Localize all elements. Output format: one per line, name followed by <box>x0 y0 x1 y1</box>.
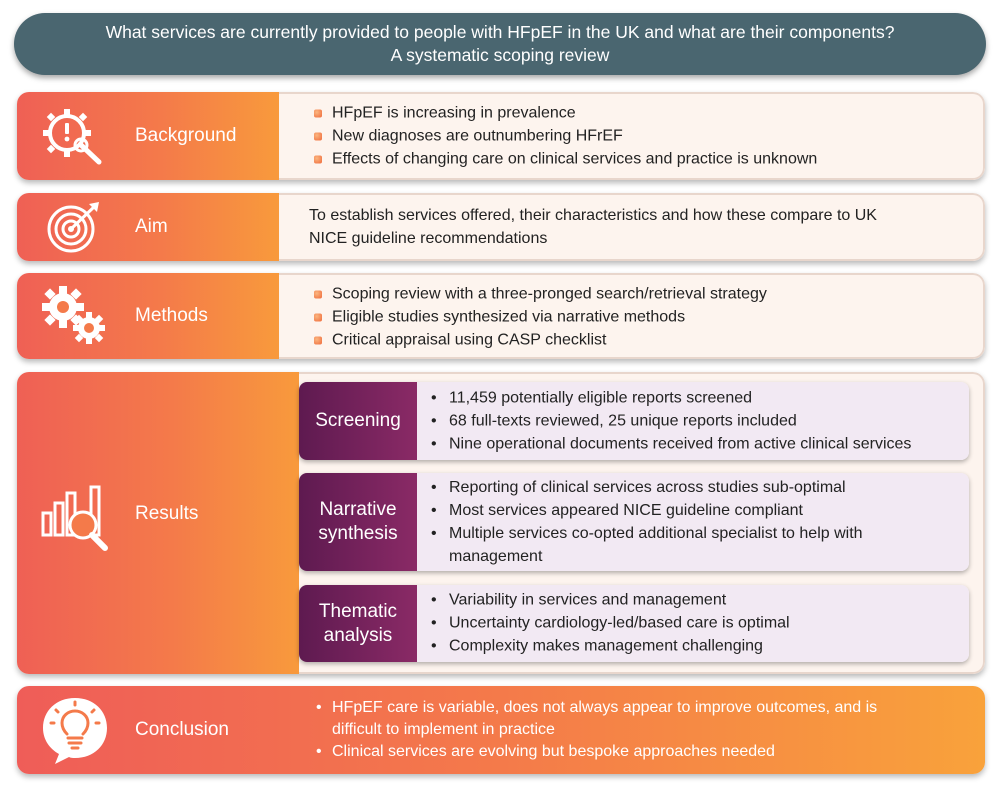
narrative-synthesis-row: Narrative synthesis Reporting of clinica… <box>299 473 969 571</box>
results-label-panel: Results <box>17 372 299 674</box>
list-item: Reporting of clinical services across st… <box>429 476 959 499</box>
aim-text-line-1: To establish services offered, their cha… <box>309 207 877 224</box>
title-line-2: A systematic scoping review <box>390 45 610 65</box>
list-item: Clinical services are evolving but bespo… <box>312 741 945 763</box>
screening-row: Screening 11,459 potentially eligible re… <box>299 382 969 460</box>
list-item: 68 full-texts reviewed, 25 unique report… <box>429 410 959 433</box>
narrative-synthesis-label: Narrative synthesis <box>299 473 417 571</box>
aim-text: To establish services offered, their cha… <box>309 204 963 250</box>
list-item: Eligible studies synthesized via narrati… <box>312 306 963 329</box>
narrative-synthesis-content: Reporting of clinical services across st… <box>417 473 969 571</box>
narrative-synthesis-bullets: Reporting of clinical services across st… <box>429 476 959 568</box>
bar-chart-magnifier-icon <box>41 485 108 551</box>
aim-text-line-2: NICE guideline recommendations <box>309 230 548 247</box>
list-item: Most services appeared NICE guideline co… <box>429 499 959 522</box>
methods-bullets: Scoping review with a three-pronged sear… <box>312 283 963 352</box>
thematic-label-line-1: Thematic <box>318 600 398 622</box>
results-label: Results <box>135 503 199 524</box>
background-label: Background <box>135 125 237 146</box>
conclusion-section: Conclusion HFpEF care is variable, does … <box>17 686 985 774</box>
thematic-analysis-content: Variability in services and management U… <box>417 585 969 662</box>
list-item: Nine operational documents received from… <box>429 433 959 456</box>
list-item: Complexity makes management challenging <box>429 635 959 658</box>
screening-label: Screening <box>299 382 417 460</box>
methods-section: Methods Scoping review with a three-pron… <box>17 273 985 359</box>
narrative-label-line-1: Narrative <box>319 499 397 520</box>
list-item: Effects of changing care on clinical ser… <box>312 148 963 171</box>
title-banner: What services are currently provided to … <box>14 13 986 75</box>
target-arrow-icon <box>47 202 99 253</box>
list-item: 11,459 potentially eligible reports scre… <box>429 387 959 410</box>
gear-exclamation-wrench-icon <box>43 109 102 165</box>
methods-label-panel: Methods <box>17 273 279 359</box>
list-item: Critical appraisal using CASP checklist <box>312 329 963 352</box>
list-item: HFpEF care is variable, does not always … <box>312 697 945 741</box>
lightbulb-speech-icon <box>43 698 107 764</box>
list-item: Variability in services and management <box>429 589 959 612</box>
title-line-1: What services are currently provided to … <box>105 22 895 42</box>
methods-content: Scoping review with a three-pronged sear… <box>279 273 985 359</box>
screening-content: 11,459 potentially eligible reports scre… <box>417 382 969 460</box>
aim-section: Aim To establish services offered, their… <box>17 193 985 261</box>
gears-icon <box>42 286 105 344</box>
background-bullets: HFpEF is increasing in prevalence New di… <box>312 102 963 171</box>
list-item: Scoping review with a three-pronged sear… <box>312 283 963 306</box>
screening-bullets: 11,459 potentially eligible reports scre… <box>429 387 959 456</box>
conclusion-label: Conclusion <box>135 719 229 740</box>
list-item: New diagnoses are outnumbering HFrEF <box>312 125 963 148</box>
methods-label: Methods <box>135 305 208 326</box>
conclusion-bullets: HFpEF care is variable, does not always … <box>312 697 945 763</box>
aim-label: Aim <box>135 216 168 237</box>
background-label-panel: Background <box>17 92 279 180</box>
background-section: Background HFpEF is increasing in preval… <box>17 92 985 180</box>
thematic-analysis-row: Thematic analysis Variability in service… <box>299 585 969 662</box>
narrative-label-line-2: synthesis <box>318 523 398 544</box>
list-item: Uncertainty cardiology-led/based care is… <box>429 612 959 635</box>
aim-content: To establish services offered, their cha… <box>279 193 985 261</box>
thematic-analysis-label: Thematic analysis <box>299 585 417 662</box>
thematic-label-line-2: analysis <box>323 624 393 646</box>
list-item: Multiple services co-opted additional sp… <box>429 522 959 568</box>
thematic-analysis-bullets: Variability in services and management U… <box>429 589 959 658</box>
list-item: HFpEF is increasing in prevalence <box>312 102 963 125</box>
aim-label-panel: Aim <box>17 193 279 261</box>
background-content: HFpEF is increasing in prevalence New di… <box>279 92 985 180</box>
